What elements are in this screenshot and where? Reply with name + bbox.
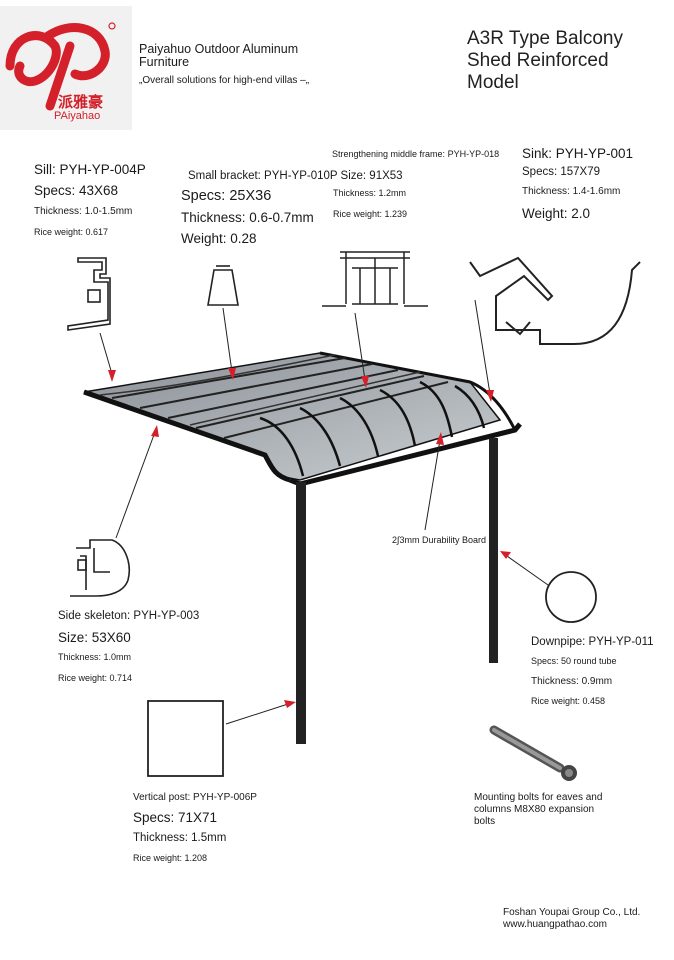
- tagline: „Overall solutions for high-end villas –…: [139, 75, 310, 86]
- board-label: 2∫3mm Durability Board: [392, 535, 486, 545]
- side-skeleton-name: Side skeleton: PYH-YP-003: [58, 610, 200, 622]
- small-bracket-name: Small bracket: PYH-YP-010P Size: 91X53: [188, 170, 403, 182]
- logo-chinese-text: 派雅豪: [58, 94, 104, 111]
- footer-company: Foshan Youpai Group Co., Ltd. www.huangp…: [503, 907, 641, 930]
- downpipe-name: Downpipe: PYH-YP-011: [531, 636, 654, 648]
- logo: 派雅豪 PAiyahao: [0, 6, 132, 130]
- sill-name: Sill: PYH-YP-004P: [34, 162, 146, 177]
- small-bracket-weight: Weight: 0.28: [181, 231, 257, 246]
- downpipe-specs: Specs: 50 round tube: [531, 656, 617, 666]
- page-title: A3R Type Balcony Shed Reinforced Model: [467, 28, 623, 93]
- side-skeleton-thickness: Thickness: 1.0mm: [58, 652, 132, 662]
- downpipe-thickness: Thickness: 0.9mm: [531, 676, 613, 687]
- leader-lines: [99, 299, 549, 725]
- sink-weight: Weight: 2.0: [522, 206, 591, 221]
- vertical-post-square-icon: [147, 700, 224, 777]
- vertical-post-name: Vertical post: PYH-YP-006P: [133, 792, 257, 803]
- side-skeleton-weight: Rice weight: 0.714: [58, 673, 133, 683]
- sill-specs: Specs: 43X68: [34, 183, 119, 198]
- sill-thickness: Thickness: 1.0-1.5mm: [34, 206, 133, 217]
- bolts-label: Mounting bolts for eaves and columns M8X…: [474, 792, 603, 827]
- sill-weight: Rice weight: 0.617: [34, 227, 109, 237]
- bolt-icon: [489, 725, 577, 781]
- logo-subtext: PAiyahao: [54, 110, 101, 122]
- company-name: Paiyahuo Outdoor Aluminum Furniture: [139, 42, 299, 69]
- vertical-post-thickness: Thickness: 1.5mm: [133, 832, 227, 844]
- middle-frame-name: Strengthening middle frame: PYH-YP-018: [332, 149, 500, 159]
- sink-thickness: Thickness: 1.4-1.6mm: [522, 186, 621, 197]
- logo-mark: [5, 22, 116, 111]
- sink-specs: Specs: 157X79: [522, 166, 601, 178]
- vertical-post-weight: Rice weight: 1.208: [133, 853, 208, 863]
- side-skeleton-specs: Size: 53X60: [58, 630, 131, 645]
- vertical-post-specs: Specs: 71X71: [133, 810, 218, 825]
- sink-profile-icon: [469, 256, 641, 345]
- small-bracket-specs: Specs: 25X36: [181, 188, 272, 204]
- small-bracket-profile-icon: [207, 265, 239, 306]
- downpipe-weight: Rice weight: 0.458: [531, 696, 606, 706]
- middle-frame-thickness: Thickness: 1.2mm: [333, 188, 407, 198]
- canopy-diagram: [83, 351, 522, 744]
- small-bracket-thickness: Thickness: 0.6-0.7mm: [181, 210, 314, 225]
- middle-frame-profile-icon: [322, 251, 428, 307]
- downpipe-circle-icon: [545, 571, 597, 623]
- sink-name: Sink: PYH-YP-001: [522, 146, 634, 161]
- side-skeleton-profile-icon: [70, 539, 130, 597]
- middle-frame-weight: Rice weight: 1.239: [333, 209, 408, 219]
- sill-profile-icon: [67, 257, 111, 331]
